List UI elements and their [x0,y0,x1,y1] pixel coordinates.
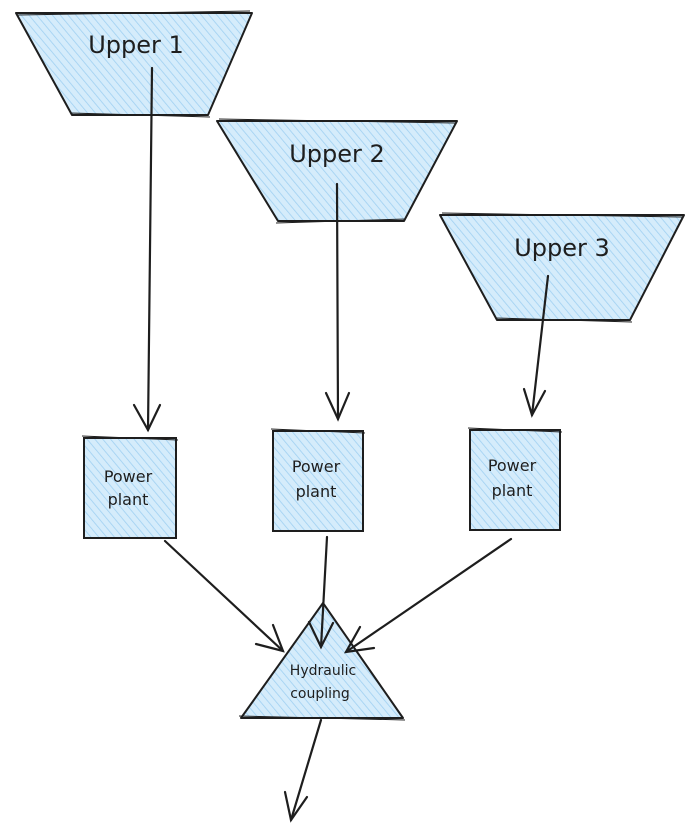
upper-2-label: Upper 2 [289,140,385,168]
power-plant-1-label-line1: Power [104,467,153,486]
hydraulic-coupling-label-line1: Hydraulic [290,663,356,679]
power-plant-1-shape [83,437,177,539]
upper-1-shape [15,12,253,116]
upper-2-shape [216,120,458,222]
hydraulic-coupling-label-line2: coupling [290,686,350,702]
arrow-upper-3-to-plant-3 [522,274,550,418]
upper-1-node: Upper 1 [15,10,253,118]
upper-3-node: Upper 3 [439,212,685,323]
power-plant-3-label-line1: Power [488,456,537,475]
power-plant-2-shape [272,430,364,532]
power-plant-2-label-line1: Power [292,457,341,476]
arrow-plant-2-to-coupling [307,535,335,650]
hydraulic-coupling-node: Hydraulic coupling [238,602,406,721]
power-plant-3-node: Power plant [467,427,563,531]
arrow-coupling-outflow [283,718,323,823]
power-plant-2-label-line2: plant [296,482,337,501]
power-plant-3-label-line2: plant [492,481,533,500]
arrow-upper-2-to-plant-2 [324,182,351,422]
upper-3-shape [439,214,685,321]
power-plant-2-node: Power plant [270,428,366,532]
power-plant-1-label-line2: plant [108,490,149,509]
power-plant-1-node: Power plant [81,435,179,539]
arrow-plant-1-to-coupling [163,539,285,653]
upper-3-label: Upper 3 [514,234,610,262]
arrow-plant-3-to-coupling [343,537,513,654]
upper-2-node: Upper 2 [216,118,458,224]
upper-1-label: Upper 1 [88,31,184,59]
power-plant-3-shape [469,429,561,531]
arrow-upper-1-to-plant-1 [132,66,162,433]
